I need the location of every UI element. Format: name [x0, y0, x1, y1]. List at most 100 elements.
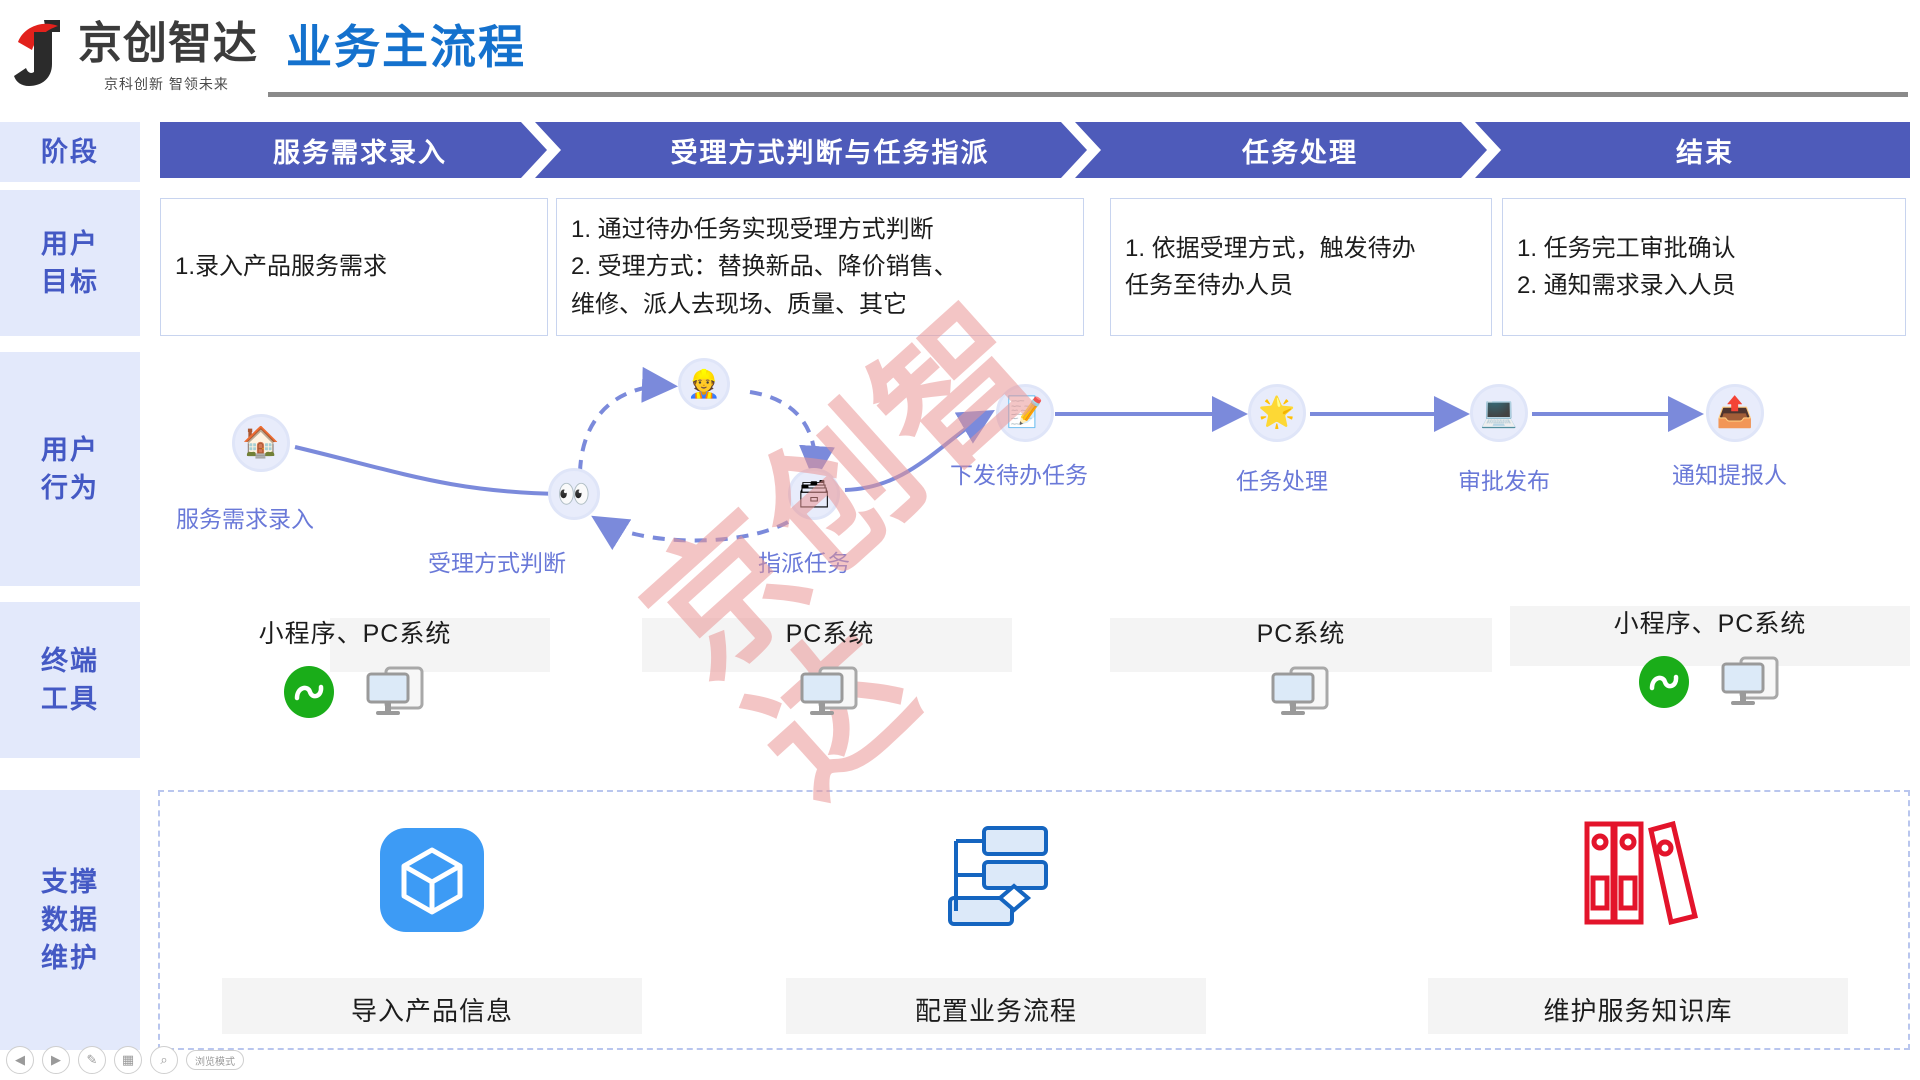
chevron-arrow-icon — [1061, 122, 1101, 178]
behavior-node-service-request-entry[interactable]: 🏠 — [232, 414, 290, 472]
support-cell-import-product-info[interactable]: 导入产品信息 — [222, 802, 642, 1042]
cube-box-icon — [372, 820, 492, 945]
support-label: 导入产品信息 — [350, 996, 513, 1026]
behavior-node-task-processing[interactable]: 🌟 — [1248, 384, 1306, 442]
terminal-label: 小程序、PC系统 — [1613, 610, 1807, 638]
support-label: 维护服务知识库 — [1543, 996, 1733, 1026]
pc-monitor-icon — [798, 664, 862, 725]
user-behavior-flow: 🏠 👀 👷 🗃 📝 🌟 💻 📤 服务需求录入 受理方式判断 指派任务 下发待办任… — [150, 352, 1910, 586]
stage-chevron-1[interactable]: 服务需求录入 — [160, 122, 561, 178]
row-label-user-behavior: 用户 行为 — [0, 352, 140, 586]
goal-line: 1. 依据受理方式，触发待办 — [1125, 234, 1416, 262]
goal-line: 维修、派人去现场、质量、其它 — [571, 290, 907, 318]
support-label: 配置业务流程 — [914, 996, 1077, 1026]
behavior-node-accept-method-judge[interactable]: 👀 — [548, 468, 600, 520]
goal-box-1: 1.录入产品服务需求 — [160, 198, 548, 336]
worker-icon: 👷 — [687, 368, 721, 399]
goal-line: 任务至待办人员 — [1125, 272, 1293, 299]
miniprogram-icon — [1637, 655, 1691, 714]
support-data-container: 导入产品信息 配置业务流程 — [158, 790, 1910, 1050]
terminal-icons — [798, 664, 862, 725]
slide-header: 京创智达 京科创新 智领未来 业务主流程 — [0, 0, 1920, 104]
terminal-band-2 — [642, 618, 1012, 672]
row-label-text: 用户 — [41, 228, 99, 259]
pc-monitor-icon — [364, 664, 428, 725]
inbox-tray-icon: 🗃 — [796, 478, 832, 509]
terminal-cell-3: PC系统 — [1110, 614, 1492, 725]
row-label-support-data: 支撑 数据 维护 — [0, 790, 140, 1050]
behavior-node-dispatch-todo-task[interactable]: 📝 — [996, 384, 1054, 442]
row-label-text: 终端 — [41, 645, 99, 676]
behavior-label-service-request-entry: 服务需求录入 — [176, 506, 314, 532]
chevron-arrow-icon — [521, 122, 561, 178]
terminal-cell-4: 小程序、PC系统 — [1510, 604, 1910, 715]
prev-icon[interactable]: ◀ — [6, 1046, 34, 1074]
stage-chevron-3[interactable]: 任务处理 — [1100, 122, 1501, 178]
flowchart-icon — [936, 822, 1056, 937]
row-label-text: 数据 — [41, 904, 99, 935]
house-icon: 🏠 — [242, 426, 280, 459]
goal-box-4: 1. 任务完工审批确认 2. 通知需求录入人员 — [1502, 198, 1906, 336]
stage-label: 服务需求录入 — [273, 137, 447, 168]
support-cell-maintain-knowledge-base[interactable]: 维护服务知识库 — [1428, 802, 1848, 1042]
row-label-text: 用户 — [41, 434, 99, 465]
support-cell-configure-business-flow[interactable]: 配置业务流程 — [786, 802, 1206, 1042]
stage-chevron-2[interactable]: 受理方式判断与任务指派 — [560, 122, 1101, 178]
goal-line: 2. 通知需求录入人员 — [1517, 272, 1736, 299]
eyes-icon: 👀 — [557, 478, 591, 509]
terminal-icons — [1269, 664, 1333, 725]
goal-line: 1.录入产品服务需求 — [175, 253, 388, 281]
row-label-terminal-tool: 终端 工具 — [0, 602, 140, 758]
stage-chevron-4[interactable]: 结束 — [1500, 122, 1910, 178]
terminal-icons — [282, 664, 428, 725]
behavior-label-accept-method-judge: 受理方式判断 — [428, 550, 566, 576]
row-label-text: 支撑 — [41, 866, 99, 897]
stage-label: 结束 — [1676, 137, 1734, 168]
pencil-icon: 📝 — [1006, 396, 1044, 429]
behavior-label-approve-publish: 审批发布 — [1458, 468, 1550, 494]
miniprogram-icon — [282, 665, 336, 724]
page-title: 业务主流程 — [286, 21, 526, 73]
pen-icon[interactable]: ✎ — [78, 1046, 106, 1074]
terminal-band-3 — [1110, 618, 1492, 672]
terminal-label: 小程序、PC系统 — [258, 620, 452, 648]
grid-icon[interactable]: ▦ — [114, 1046, 142, 1074]
outbox-tray-icon: 📤 — [1716, 396, 1754, 429]
pc-monitor-icon — [1719, 654, 1783, 715]
behavior-node-approve-publish[interactable]: 💻 — [1470, 384, 1528, 442]
terminal-band-4 — [1510, 606, 1910, 666]
behavior-label-assign-task: 指派任务 — [758, 550, 850, 576]
goal-line: 1. 任务完工审批确认 — [1517, 234, 1736, 262]
terminal-band-1 — [330, 618, 550, 672]
goal-box-2: 1. 通过待办任务实现受理方式判断 2. 受理方式：替换新品、降价销售、 维修、… — [556, 198, 1084, 336]
row-label-text: 目标 — [41, 267, 99, 297]
browse-mode-pill[interactable]: 浏览模式 — [186, 1050, 244, 1070]
sun-icon: 🌟 — [1258, 396, 1296, 429]
pc-monitor-icon — [1269, 664, 1333, 725]
support-band — [1428, 978, 1848, 1034]
computer-icon: 💻 — [1480, 396, 1518, 429]
row-label-text: 工具 — [41, 684, 99, 714]
chevron-arrow-icon — [1461, 122, 1501, 178]
goal-box-3: 1. 依据受理方式，触发待办 任务至待办人员 — [1110, 198, 1492, 336]
behavior-node-assign-task[interactable]: 🗃 — [788, 468, 840, 520]
j-bird-logo-icon — [14, 16, 70, 88]
binders-icon — [1573, 816, 1703, 941]
behavior-node-worker-role[interactable]: 👷 — [678, 358, 730, 410]
row-label-text: 行为 — [41, 473, 99, 503]
behavior-label-dispatch-todo-task: 下发待办任务 — [950, 462, 1088, 488]
support-band — [222, 978, 642, 1034]
behavior-node-notify-reporter[interactable]: 📤 — [1706, 384, 1764, 442]
header-divider — [268, 92, 1908, 97]
terminal-icons — [1637, 654, 1783, 715]
goal-line: 2. 受理方式：替换新品、降价销售、 — [571, 253, 958, 281]
row-label-text: 维护 — [41, 943, 99, 974]
flow-connectors — [294, 366, 1704, 551]
play-icon[interactable]: ▶ — [42, 1046, 70, 1074]
zoom-icon[interactable]: ⌕ — [150, 1046, 178, 1074]
support-band — [786, 978, 1206, 1034]
logo-company-name: 京创智达 — [78, 19, 258, 68]
terminal-label: PC系统 — [1256, 620, 1346, 648]
logo-tagline: 京科创新 智领未来 — [104, 76, 229, 92]
